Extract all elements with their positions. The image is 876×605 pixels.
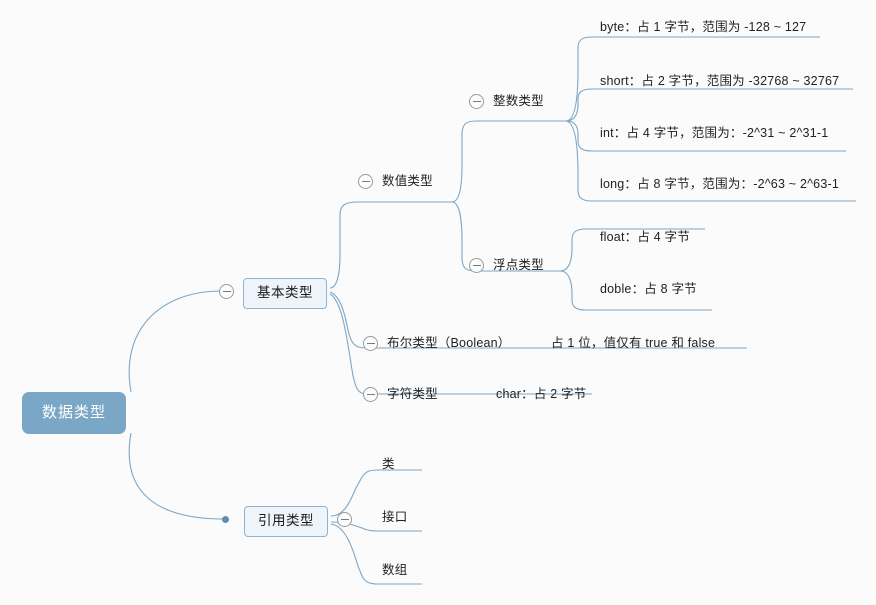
collapse-toggle-reference-type[interactable] <box>337 512 352 527</box>
node-boolean-note: 占 1 位，值仅有 true 和 false <box>551 336 716 350</box>
collapse-toggle-character-type[interactable] <box>363 387 378 402</box>
edge-basic-to-boolean <box>329 291 367 349</box>
node-root-data-type[interactable]: 数据类型 <box>22 392 127 434</box>
node-basic-type[interactable]: 基本类型 <box>243 278 327 309</box>
edge-floatgroup-to-doble <box>559 270 587 311</box>
node-interface[interactable]: 接口 <box>382 510 408 524</box>
node-int[interactable]: int：占 4 字节，范围为：-2^31 ~ 2^31-1 <box>600 126 829 140</box>
bullet-dot-reference-type <box>222 516 229 523</box>
node-numeric-type[interactable]: 数值类型 <box>382 174 433 188</box>
edge-root-to-basic <box>128 290 220 393</box>
collapse-toggle-integer-type[interactable] <box>469 94 484 109</box>
node-short[interactable]: short：占 2 字节，范围为 -32768 ~ 32767 <box>600 74 840 88</box>
node-reference-type[interactable]: 引用类型 <box>244 506 328 537</box>
collapse-toggle-numeric-type[interactable] <box>358 174 373 189</box>
node-float[interactable]: float：占 4 字节 <box>600 230 690 244</box>
collapse-toggle-basic-type[interactable] <box>219 284 234 299</box>
node-integer-type[interactable]: 整数类型 <box>493 94 544 108</box>
edge-integer-to-long <box>565 120 593 202</box>
node-float-group[interactable]: 浮点类型 <box>493 258 544 272</box>
node-doble[interactable]: doble：占 8 字节 <box>600 282 697 296</box>
node-byte[interactable]: byte：占 1 字节，范围为 -128 ~ 127 <box>600 20 807 34</box>
collapse-toggle-boolean-type[interactable] <box>363 336 378 351</box>
node-character-type[interactable]: 字符类型 <box>387 387 438 401</box>
node-class[interactable]: 类 <box>382 457 395 471</box>
edge-integer-to-short <box>565 88 593 122</box>
edge-reference-to-class <box>330 469 379 517</box>
edge-floatgroup-to-float <box>559 228 587 272</box>
node-array[interactable]: 数组 <box>382 563 408 577</box>
edge-basic-to-character <box>329 293 367 395</box>
collapse-toggle-float-type[interactable] <box>469 258 484 273</box>
edge-basic-to-numeric <box>329 201 359 289</box>
edge-integer-to-int <box>565 120 593 152</box>
edge-reference-to-array <box>330 523 379 585</box>
edge-numeric-to-integer <box>451 120 477 203</box>
node-character-note: char：占 2 字节 <box>496 387 587 401</box>
node-long[interactable]: long：占 8 字节，范围为：-2^63 ~ 2^63-1 <box>600 177 839 191</box>
node-boolean-type[interactable]: 布尔类型（Boolean） <box>387 336 511 350</box>
edge-integer-to-byte <box>565 36 593 122</box>
edge-root-to-reference <box>128 432 229 520</box>
